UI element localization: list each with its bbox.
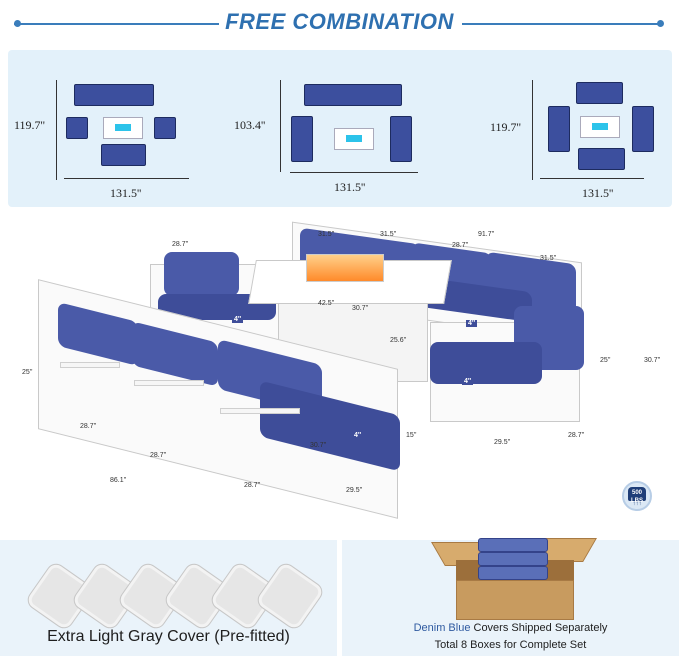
- shipping-box-icon: [430, 532, 600, 622]
- header-rule-left: [14, 23, 219, 25]
- left-chair-back-cushion: [164, 252, 239, 296]
- header-dot-right: [657, 20, 664, 27]
- layout-1-height-label: 119.7'': [14, 118, 45, 132]
- left-chair-thickness: 4'': [232, 316, 244, 323]
- layout-1-left-chair: [66, 117, 88, 139]
- shipping-line-2: Total 8 Boxes for Complete Set: [434, 639, 587, 651]
- cover-swatch-6: [253, 559, 327, 633]
- front-sofa-thickness: 4'': [352, 432, 364, 439]
- dim-back-1: 31.5'': [318, 231, 335, 238]
- layout-2-right-sofa: [390, 116, 412, 162]
- layout-2-left-sofa: [291, 116, 313, 162]
- layout-3-top-sofa: [576, 82, 623, 104]
- layout-2-width-line: [290, 172, 418, 173]
- header-dot-left: [14, 20, 21, 27]
- dim-right-height-2: 30.7'': [644, 357, 661, 364]
- product-illustration: 4'' 4'' 4'' 4'' 28.7'' 31.5'' 31.5'' 91.…: [0, 212, 679, 538]
- layout-3-width-label: 131.5'': [582, 186, 614, 200]
- dim-table-depth: 30.7'': [352, 305, 369, 312]
- dim-front-seat-height: 15'': [406, 432, 417, 439]
- front-slat-3: [220, 408, 300, 414]
- dim-back-middle: 28.7'': [452, 242, 469, 249]
- dim-back-3: 31.5'': [540, 255, 557, 262]
- shipping-panel: Denim Blue Covers Shipped Separately Tot…: [342, 538, 679, 656]
- layout-1-height-line: [56, 80, 57, 180]
- dim-table-width: 42.5'': [318, 300, 335, 307]
- front-slat-1: [60, 362, 120, 368]
- load-capacity-badge: 500 LBS ↑↑↑: [622, 481, 652, 511]
- dim-table-height: 25.6'': [390, 337, 407, 344]
- layout-option-1: 119.7'' 131.5'': [8, 50, 228, 207]
- layout-1-width-line: [64, 178, 189, 179]
- dim-right-height-1: 25'': [600, 357, 611, 364]
- section-title: FREE COMBINATION: [225, 9, 454, 34]
- right-chair-thickness: 4'': [462, 378, 474, 385]
- layout-3-fire: [592, 123, 608, 130]
- layout-options-band: 119.7'' 131.5'' 103.4'' 131.5'' 119.7'' …: [8, 50, 672, 207]
- layout-3-bottom-sofa: [578, 148, 625, 170]
- layout-3-height-label: 119.7'': [490, 120, 521, 134]
- layout-1-right-chair: [154, 117, 176, 139]
- dim-front-seg-3: 28.7'': [244, 482, 261, 489]
- layout-2-width-label: 131.5'': [334, 180, 366, 194]
- right-chair-seat-cushion: [430, 342, 542, 384]
- layout-3-height-line: [532, 80, 533, 180]
- layout-3-left-sofa: [548, 106, 570, 152]
- back-sofa-thickness: 4'': [466, 320, 478, 327]
- header-rule-right: [462, 23, 662, 25]
- layout-1-width-label: 131.5'': [110, 186, 142, 200]
- layout-2-top-sofa: [304, 84, 402, 106]
- dim-back-2: 31.5'': [380, 231, 397, 238]
- front-slat-2: [134, 380, 204, 386]
- dim-front-arm: 30.7'': [310, 442, 327, 449]
- dim-front-seg-1: 28.7'': [80, 423, 97, 430]
- layout-option-2: 103.4'' 131.5'': [232, 50, 452, 207]
- dim-right-width: 29.5'': [494, 439, 511, 446]
- cushion-color-name: Denim Blue: [413, 622, 471, 634]
- covers-label: Extra Light Gray Cover (Pre-fitted): [47, 628, 290, 645]
- arrows-icon: ↑↑↑: [632, 501, 642, 507]
- covers-panel: Extra Light Gray Cover (Pre-fitted): [0, 540, 337, 656]
- dim-back-total: 91.7'': [478, 231, 495, 238]
- layout-2-height-line: [280, 80, 281, 172]
- weight-icon: 500 LBS: [628, 487, 646, 504]
- layout-1-fire: [115, 124, 131, 131]
- section-header: FREE COMBINATION: [0, 0, 679, 46]
- layout-2-height-label: 103.4'': [234, 118, 266, 132]
- shipping-line-1: Denim Blue Covers Shipped Separately: [342, 622, 679, 634]
- layout-1-top-sofa: [74, 84, 154, 106]
- layout-option-3: 119.7'' 131.5'': [456, 50, 672, 207]
- dim-left-chair-width: 28.7'': [172, 241, 189, 248]
- layout-2-fire: [346, 135, 362, 142]
- shipping-line-1-rest: Covers Shipped Separately: [470, 622, 608, 634]
- dim-right-depth: 28.7'': [568, 432, 585, 439]
- dim-front-total: 86.1'': [110, 477, 127, 484]
- dim-front-depth: 29.5'': [346, 487, 363, 494]
- layout-3-width-line: [540, 178, 644, 179]
- dim-front-height: 25'': [22, 369, 33, 376]
- layout-1-bottom-sofa: [101, 144, 146, 166]
- layout-3-right-sofa: [632, 106, 654, 152]
- dim-front-seg-2: 28.7'': [150, 452, 167, 459]
- fire-flame: [306, 254, 384, 282]
